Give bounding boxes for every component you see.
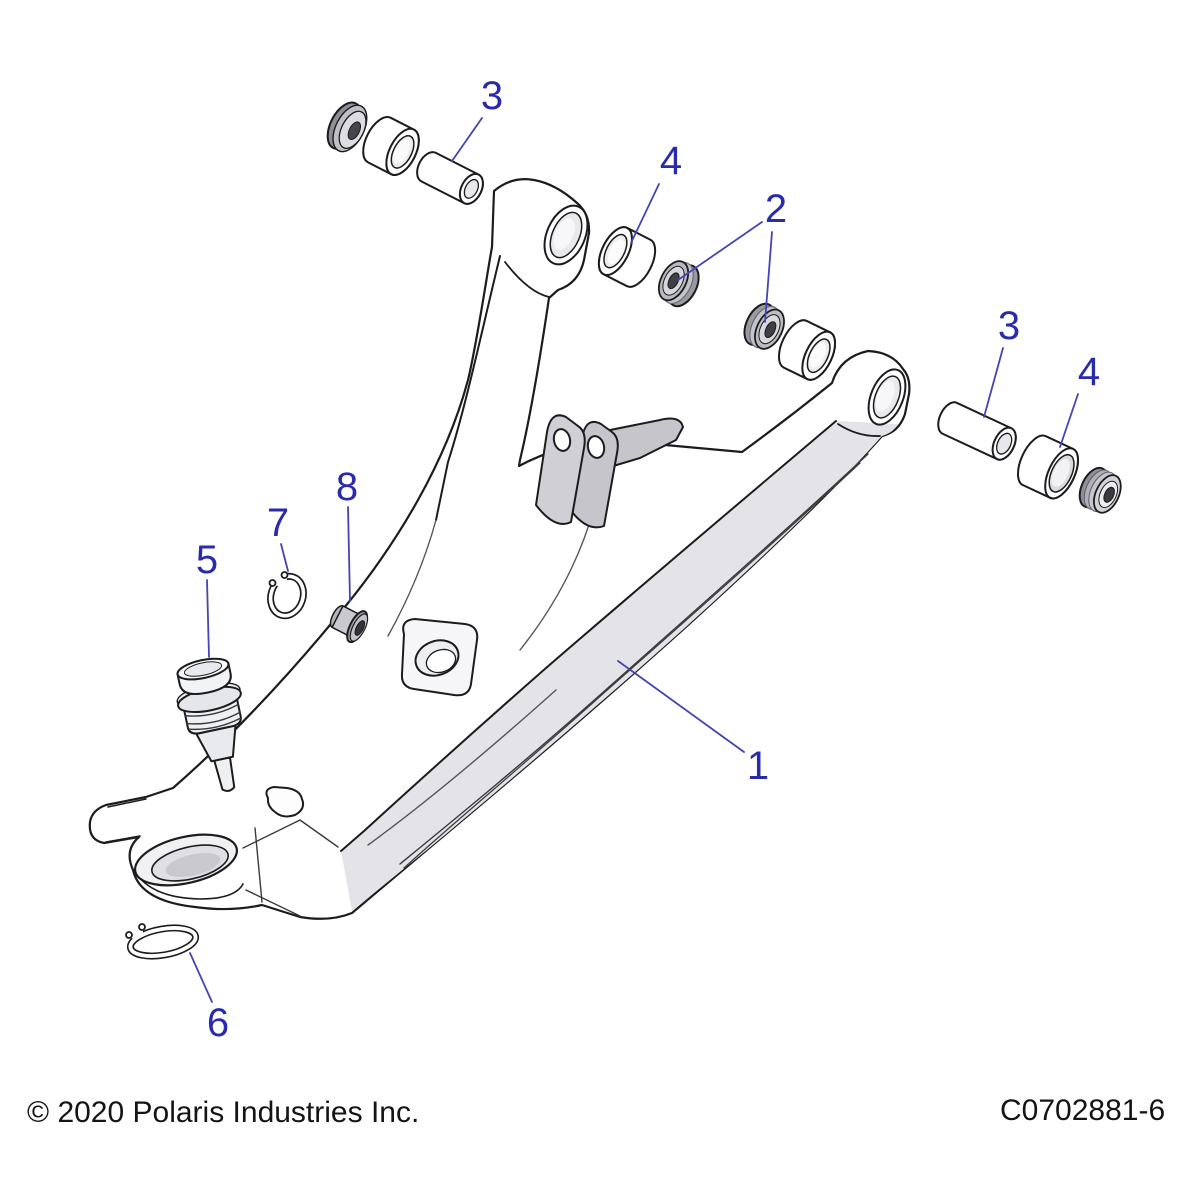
leader-line-6 bbox=[189, 952, 213, 1003]
callout-3-left: 3 bbox=[480, 74, 504, 118]
callout-2: 2 bbox=[764, 187, 788, 231]
callout-4-right: 4 bbox=[1077, 350, 1101, 394]
leader-lines bbox=[189, 117, 1079, 1003]
pivot-sleeve-front bbox=[416, 151, 484, 205]
pivot-seal-a bbox=[657, 260, 700, 308]
pivot-bushing-front-left bbox=[362, 116, 420, 176]
leader-line-1 bbox=[617, 660, 745, 753]
snap-ring-large bbox=[125, 923, 200, 960]
leader-line-4-left bbox=[630, 183, 660, 244]
callout-6: 6 bbox=[206, 1001, 230, 1045]
sway-bar-mount-plate bbox=[400, 618, 479, 697]
control-arm bbox=[88, 178, 911, 920]
leader-line-3-right bbox=[983, 347, 1004, 418]
pivot-seal-front-left bbox=[326, 101, 368, 153]
callout-8: 8 bbox=[335, 465, 359, 509]
ball-joint-socket bbox=[105, 798, 339, 917]
leader-line-8 bbox=[347, 506, 351, 602]
leader-line-7 bbox=[280, 543, 289, 572]
callout-7: 7 bbox=[266, 501, 290, 545]
callout-3-right: 3 bbox=[997, 304, 1021, 348]
copyright-text: © 2020 Polaris Industries Inc. bbox=[27, 1096, 420, 1129]
ball-joint bbox=[176, 657, 242, 792]
callout-4-left: 4 bbox=[659, 139, 683, 183]
leader-line-4-right bbox=[1059, 393, 1079, 448]
leader-line-3-left bbox=[451, 117, 483, 162]
callout-5: 5 bbox=[195, 538, 219, 582]
leader-line-2a bbox=[677, 221, 763, 281]
pivot-seal-b bbox=[743, 302, 785, 350]
pivot-bushing-rear-right bbox=[1017, 434, 1079, 500]
pivot-bushing-front-right bbox=[597, 226, 657, 288]
part-number: C0702881-6 bbox=[1000, 1094, 1166, 1127]
pivot-bushing-rear-left bbox=[777, 319, 837, 381]
pivot-seal-rear bbox=[1078, 466, 1122, 514]
pivot-grommet bbox=[329, 604, 369, 644]
leader-line-2b bbox=[764, 231, 773, 323]
pivot-sleeve-rear bbox=[937, 401, 1017, 461]
callout-1: 1 bbox=[746, 744, 770, 788]
shock-mount-bracket bbox=[535, 414, 684, 529]
snap-ring-small bbox=[267, 570, 307, 620]
web-slot bbox=[265, 786, 305, 818]
leader-line-5 bbox=[206, 579, 210, 658]
